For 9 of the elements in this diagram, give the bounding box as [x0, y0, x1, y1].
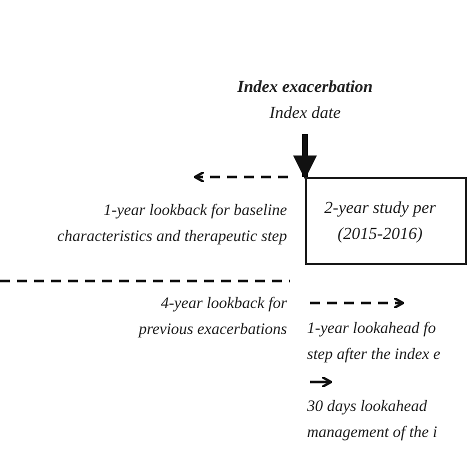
box-text: 2-year study per (2015-2016)	[323, 197, 437, 245]
period-label: 1-year lookahead fo step after the index e	[307, 319, 442, 365]
heading-text: Index exacerbation	[237, 76, 373, 98]
arrow	[293, 134, 317, 180]
period-label: 1-year lookback for baseline characteristics and therapeutic step	[56, 201, 287, 247]
study-period-box	[305, 177, 467, 265]
subheading-text: Index date	[269, 102, 341, 124]
period-label: 30 days lookahead management of the i	[307, 397, 438, 443]
period-label: 4-year lookback for previous exacerbations	[136, 294, 287, 340]
